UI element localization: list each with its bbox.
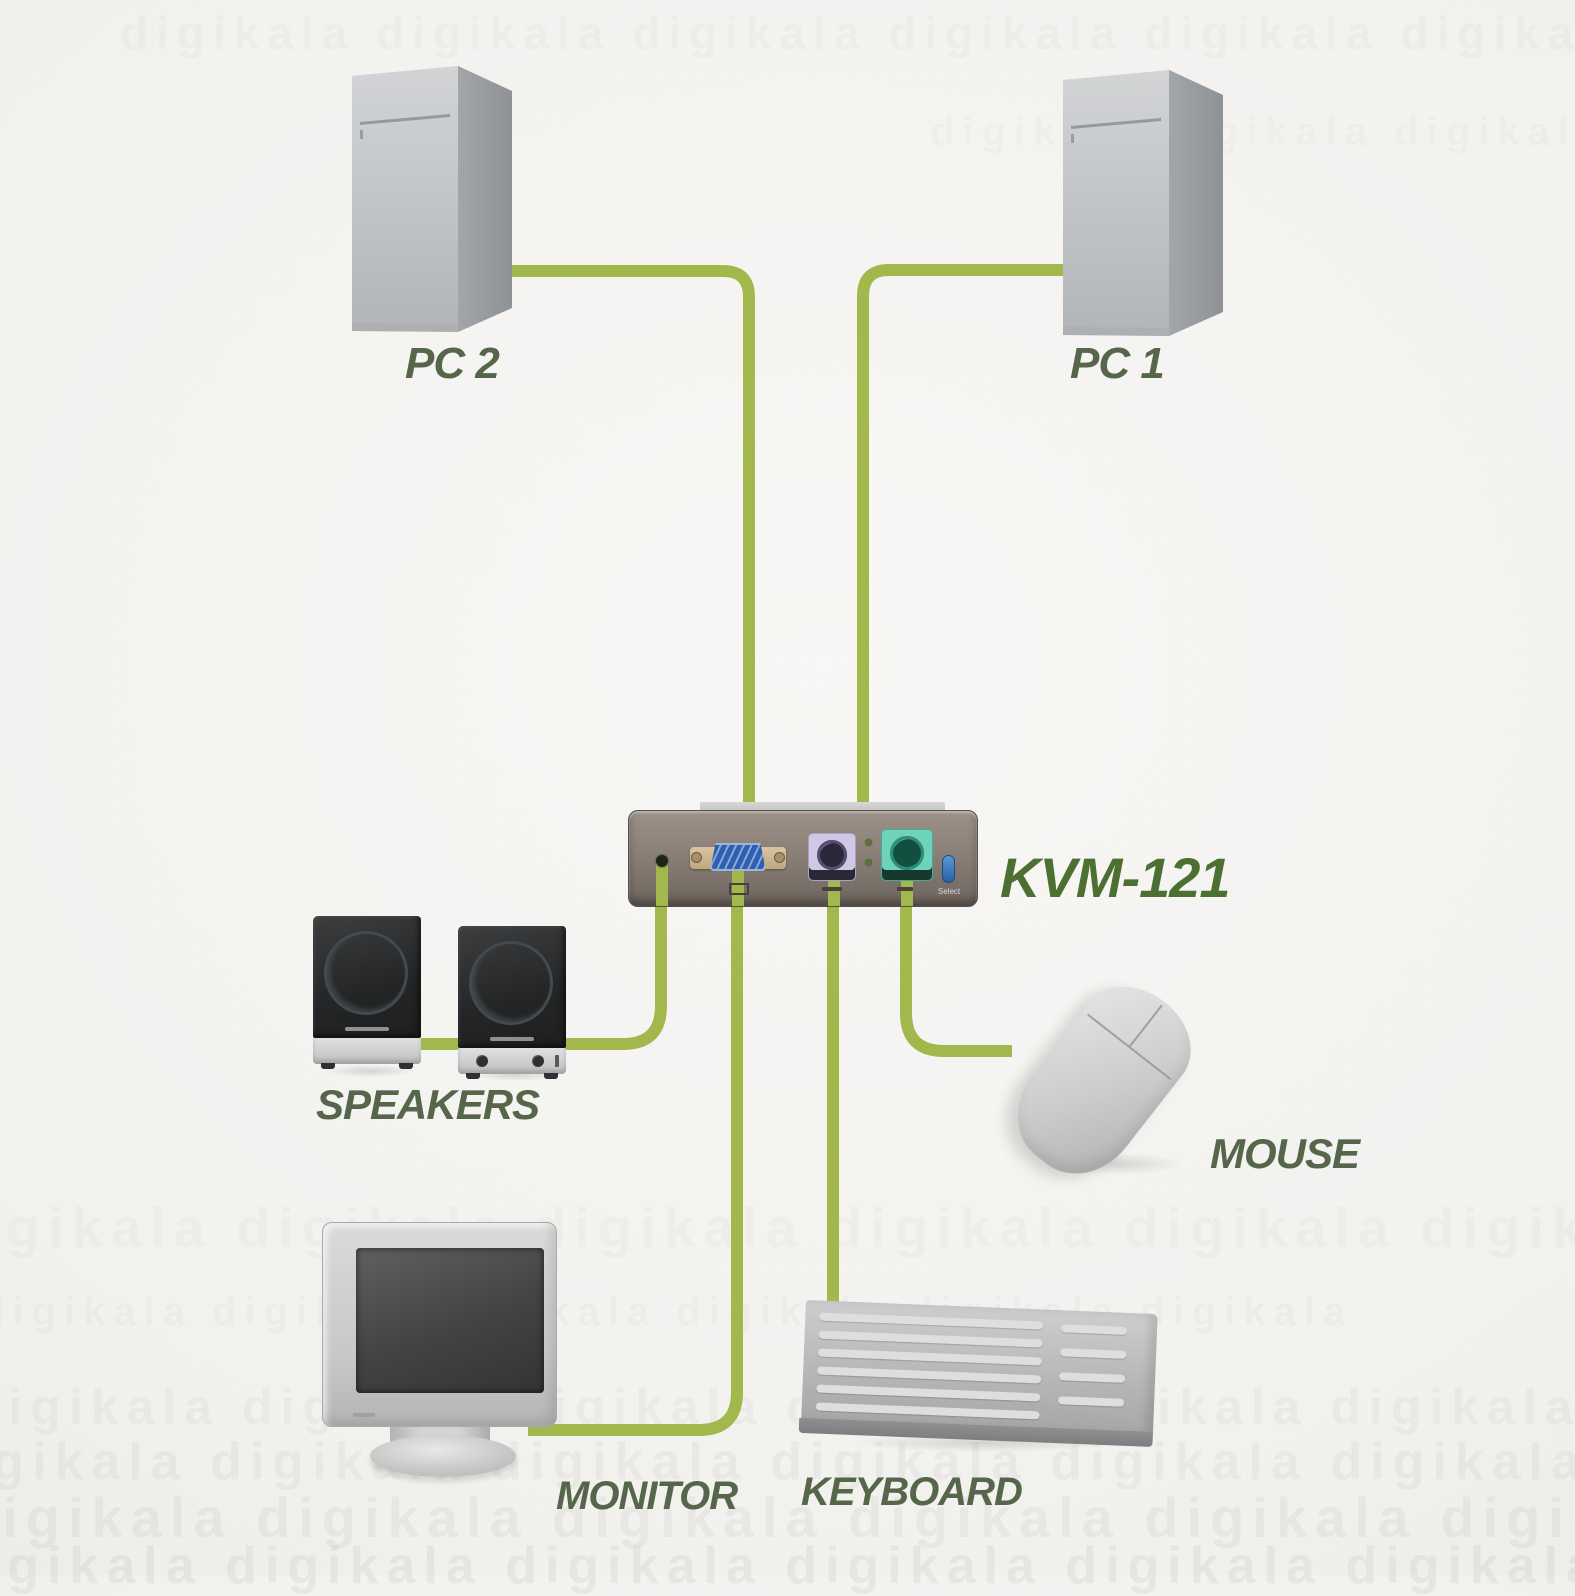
speaker-cabinet <box>313 916 421 1038</box>
volume-knob <box>476 1055 488 1067</box>
monitor-controls <box>353 1413 375 1417</box>
mouse-port-mark <box>897 887 913 891</box>
tower-front <box>352 66 458 332</box>
mouse <box>994 965 1225 1205</box>
tower-foot-shading <box>352 323 458 332</box>
mouse-label: MOUSE <box>1210 1130 1360 1177</box>
pc1-tower <box>1041 46 1241 356</box>
speaker-left <box>313 916 421 1069</box>
power-button <box>1071 134 1074 143</box>
kvm-model-label: KVM-121 <box>1000 846 1231 909</box>
tower-side <box>458 66 512 332</box>
speaker-foot <box>466 1073 480 1079</box>
ps2-mouse-socket <box>890 836 924 870</box>
select-button-label: Select <box>937 887 961 896</box>
select-button <box>942 855 955 883</box>
cable-stub-audio <box>656 861 668 906</box>
speaker-brand-strip <box>345 1027 389 1031</box>
pc2-tower <box>330 46 530 356</box>
speaker-cone-icon <box>324 931 408 1015</box>
drive-slot <box>360 114 450 125</box>
pc1-label: PC 1 <box>1070 339 1165 388</box>
speaker-brand-strip <box>490 1037 534 1041</box>
power-button <box>360 130 363 139</box>
speaker-base <box>313 1038 421 1069</box>
vga-screw-right <box>774 852 785 863</box>
kvm-switch: Select <box>628 802 978 913</box>
monitor-base <box>370 1435 516 1477</box>
monitor-body <box>322 1222 557 1427</box>
vga-screw-left <box>691 852 702 863</box>
cable-kvm-to-speakers <box>421 898 667 1050</box>
led-indicator-2 <box>865 859 872 866</box>
tower-foot-shading <box>1063 327 1169 336</box>
mouse-body <box>994 965 1211 1197</box>
monitor-label: MONITOR <box>556 1474 738 1518</box>
tower-side <box>1169 70 1223 336</box>
cable-kvm-to-mouse <box>900 898 1012 1057</box>
ps2-keyboard-port <box>808 833 856 881</box>
monitor-port-mark <box>729 883 749 895</box>
speakers-label: SPEAKERS <box>316 1081 540 1128</box>
ps2-keyboard-socket <box>817 840 847 871</box>
audio-jack <box>656 855 668 867</box>
speaker-foot <box>544 1073 558 1079</box>
tower-front <box>1063 70 1169 336</box>
power-knob <box>532 1055 544 1067</box>
speaker-cone-icon <box>469 941 553 1025</box>
drive-slot <box>1071 118 1161 129</box>
ps2-mouse-port <box>881 829 933 881</box>
vga-port <box>710 843 766 871</box>
cable-pc1-to-kvm <box>857 264 1072 807</box>
pc2-label: PC 2 <box>405 339 500 388</box>
keyboard-label: KEYBOARD <box>801 1470 1023 1514</box>
speaker-foot <box>399 1063 413 1069</box>
kvm-body: Select <box>628 810 978 907</box>
led-indicator-1 <box>865 839 872 846</box>
speaker-right <box>458 926 566 1079</box>
monitor-screen <box>356 1248 544 1393</box>
keyboard-port-mark <box>822 887 842 891</box>
cable-kvm-to-monitor <box>528 898 743 1436</box>
cable-pc2-to-kvm <box>500 265 755 807</box>
headphone-slot <box>555 1055 559 1067</box>
monitor <box>312 1215 562 1480</box>
speaker-foot <box>321 1063 335 1069</box>
keyboard <box>788 1288 1188 1463</box>
mouse-button-split <box>1127 1004 1163 1049</box>
speaker-base <box>458 1048 566 1079</box>
speaker-cabinet <box>458 926 566 1048</box>
